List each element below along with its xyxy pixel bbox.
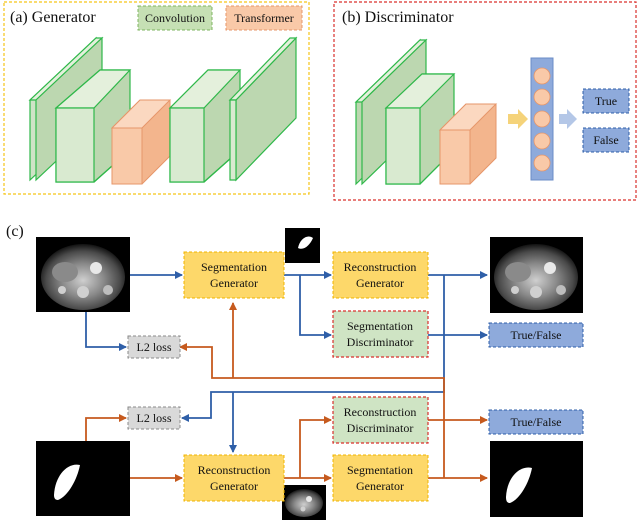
svg-text:Segmentation: Segmentation [201,260,267,274]
disc-false-label: False [593,133,618,147]
rec-generator-top: Reconstruction Generator [332,251,429,299]
svg-text:Generator: Generator [356,479,404,493]
l2-loss-top: L2 loss [127,335,181,359]
svg-text:Reconstruction: Reconstruction [344,260,417,274]
mask-image-input [36,441,130,516]
generator-panel-border [3,1,310,195]
generator-panel: (a) Generator Convolution Transformer [3,1,310,195]
disc-false-box [582,127,630,153]
ct-image-input [36,237,130,312]
svg-text:True/False: True/False [511,415,562,429]
svg-text:L2 loss: L2 loss [136,411,171,425]
gen-conv-block-4 [228,36,298,182]
disc-true-box [582,88,630,114]
disc-true-label: True [595,94,617,108]
blue-connections [85,271,488,453]
rec-generator-bottom: Reconstruction Generator [183,454,285,502]
svg-text:Segmentation: Segmentation [347,463,413,477]
seg-discriminator: Segmentation Discriminator [332,310,429,358]
mask-image-output [490,441,583,517]
rec-discriminator: Reconstruction Discriminator [332,396,429,444]
legend-convolution-label: Convolution [145,11,205,25]
discriminator-panel: (b) Discriminator [333,1,637,201]
gen-conv-block-3 [168,69,242,183]
disc-arrow-1 [508,109,528,129]
l2-loss-bottom: L2 loss [127,406,181,430]
legend-convolution [137,5,213,31]
mask-thumbnail-top [285,228,320,263]
svg-text:Reconstruction: Reconstruction [198,463,271,477]
pipeline-label: (c) [6,223,24,240]
svg-text:Reconstruction: Reconstruction [344,405,417,419]
ct-image-reconstructed [490,237,583,313]
disc-transformer-block [438,103,498,185]
orange-connections [85,302,488,482]
seg-generator-bottom: Segmentation Generator [332,454,429,502]
seg-generator-top: Segmentation Generator [183,251,285,299]
disc-conv-block-2 [384,73,456,185]
true-false-top: True/False [488,322,584,348]
svg-text:Discriminator: Discriminator [347,335,414,349]
svg-text:Discriminator: Discriminator [347,421,414,435]
legend-transformer-label: Transformer [234,11,294,25]
discriminator-panel-border [333,1,637,201]
generator-title: (a) Generator [10,9,96,26]
true-false-bottom: True/False [488,409,584,435]
svg-text:L2 loss: L2 loss [136,340,171,354]
svg-text:Generator: Generator [356,276,404,290]
svg-text:True/False: True/False [511,328,562,342]
ct-thumbnail-bottom [282,485,326,520]
gen-transformer-block [110,99,172,185]
legend-transformer [225,5,303,31]
disc-feature-vector [530,57,554,181]
svg-text:Generator: Generator [210,479,258,493]
disc-arrow-2 [559,109,577,129]
discriminator-title: (b) Discriminator [342,9,454,26]
svg-text:Segmentation: Segmentation [347,319,413,333]
svg-text:Generator: Generator [210,276,258,290]
